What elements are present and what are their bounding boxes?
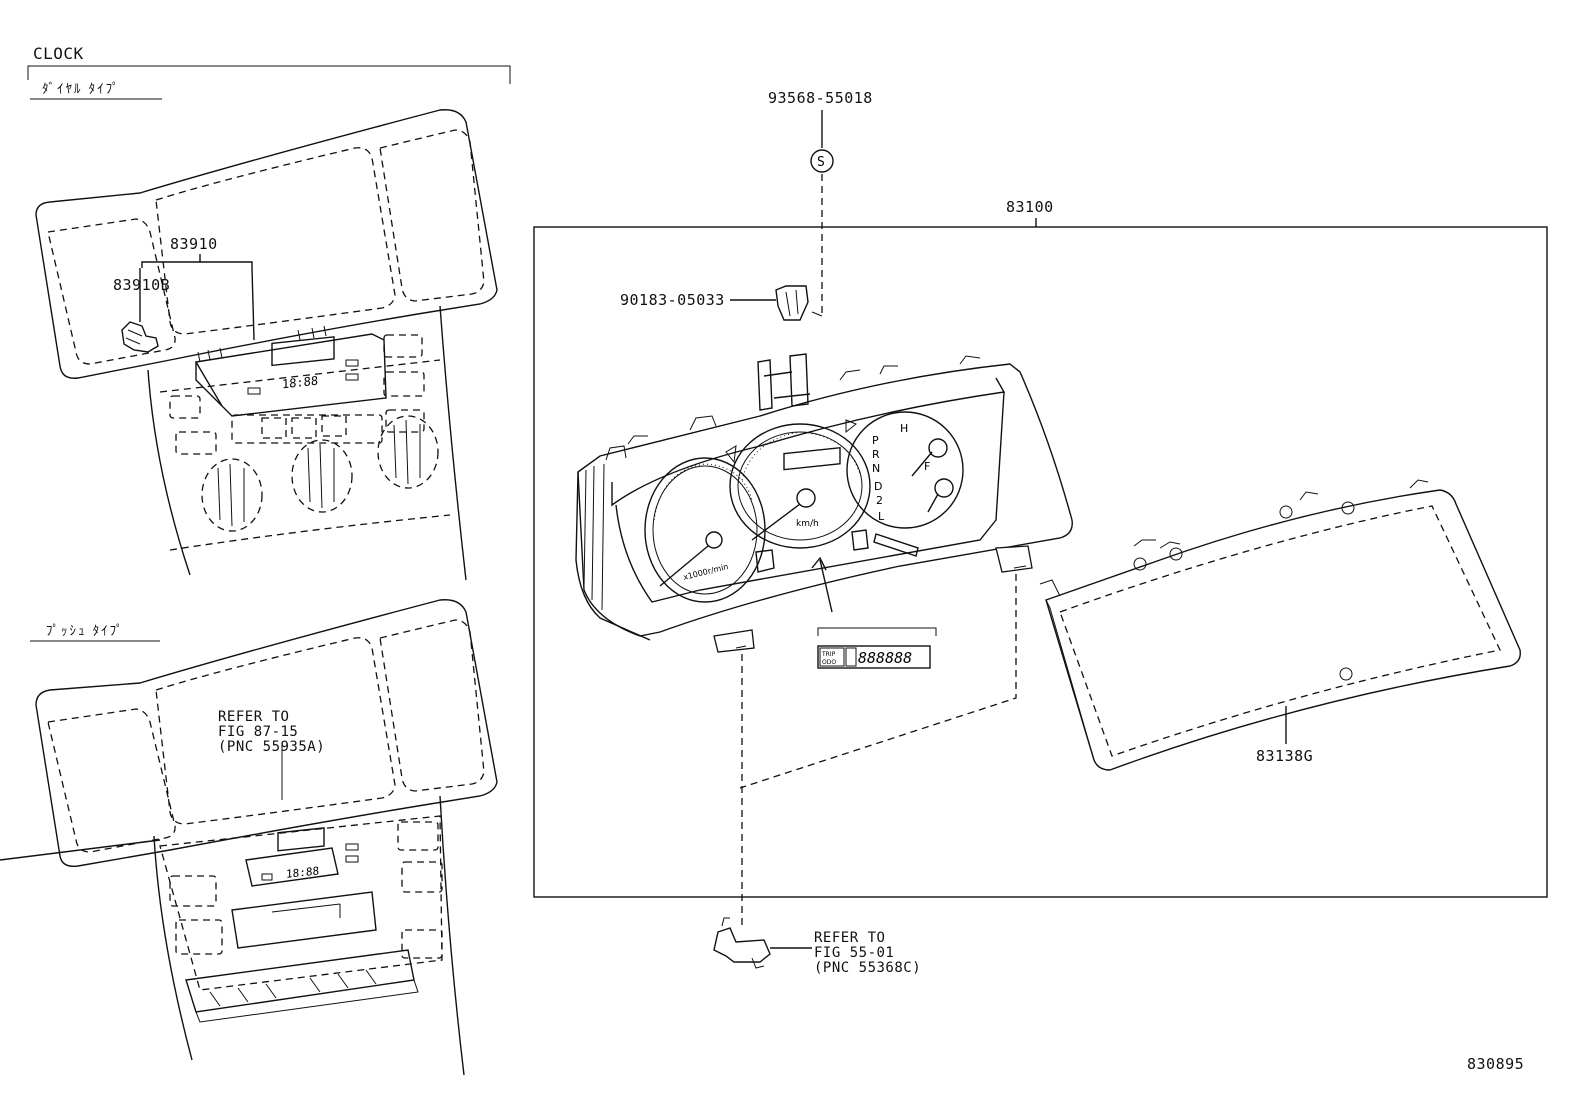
gear-letter: L [878, 510, 885, 523]
gear-letter: D [874, 480, 882, 493]
meter-glass-part [1039, 479, 1521, 771]
bracket-part [713, 917, 812, 969]
reference-bracket[interactable]: REFER TO FIG 55-01 (PNC 55368C) [814, 931, 921, 976]
screw-symbol: S [817, 155, 825, 170]
push-type-dash-panel [0, 599, 498, 1076]
leader-83910 [141, 261, 253, 268]
part-label-83910b[interactable]: 83910B [113, 276, 171, 294]
gear-indicator: P R N D 2 L [872, 434, 885, 523]
reference-line: REFER TO [814, 930, 886, 946]
reference-line: FIG 55-01 [814, 945, 895, 961]
speedo-unit: km/h [796, 519, 819, 529]
gear-letter: 2 [876, 494, 883, 507]
temp-mark: H [900, 422, 908, 435]
odo-trip-bottom: ODO [822, 659, 836, 666]
meter-assembly-box [533, 218, 1548, 898]
meter-leaders [739, 574, 1017, 930]
part-label-83910[interactable]: 83910 [170, 235, 218, 253]
section-title: CLOCK [33, 44, 84, 63]
odometer-callout [811, 556, 937, 669]
gear-letter: R [872, 448, 880, 461]
figure-number: 830895 [1467, 1055, 1525, 1073]
part-label-90183-05033[interactable]: 90183-05033 [620, 291, 725, 309]
push-type-label: ﾌﾟｯｼｭ ﾀｲﾌﾟ [46, 624, 125, 639]
odo-trip-top: TRIP [821, 651, 836, 658]
fuel-mark: F [924, 460, 930, 473]
reference-line: FIG 87-15 [218, 724, 299, 740]
dial-type-label: ﾀﾞｲﾔﾙ ﾀｲﾌﾟ [42, 82, 121, 97]
push-clock-display: 18:88 [286, 864, 319, 880]
bulb-socket-part [730, 285, 809, 321]
gear-letter: N [872, 462, 880, 475]
odo-digits: 888888 [858, 649, 912, 667]
part-label-83138g[interactable]: 83138G [1256, 747, 1314, 765]
dial-type-dash-panel [35, 109, 498, 581]
section-bracket [27, 65, 511, 642]
clip-leader [810, 110, 834, 317]
reference-line: (PNC 55368C) [814, 960, 922, 976]
reference-push-clock[interactable]: REFER TO FIG 87-15 (PNC 55935A) [218, 710, 325, 755]
reference-line: REFER TO [218, 709, 290, 725]
dial-clock-display: 18:88 [282, 374, 318, 392]
combination-meter [575, 353, 1073, 653]
part-label-93568-55018[interactable]: 93568-55018 [768, 89, 873, 107]
tacho-unit: x1000r/min [682, 562, 729, 582]
gear-letter: P [872, 434, 879, 447]
reference-line: (PNC 55935A) [218, 739, 326, 755]
part-label-83100[interactable]: 83100 [1006, 198, 1054, 216]
